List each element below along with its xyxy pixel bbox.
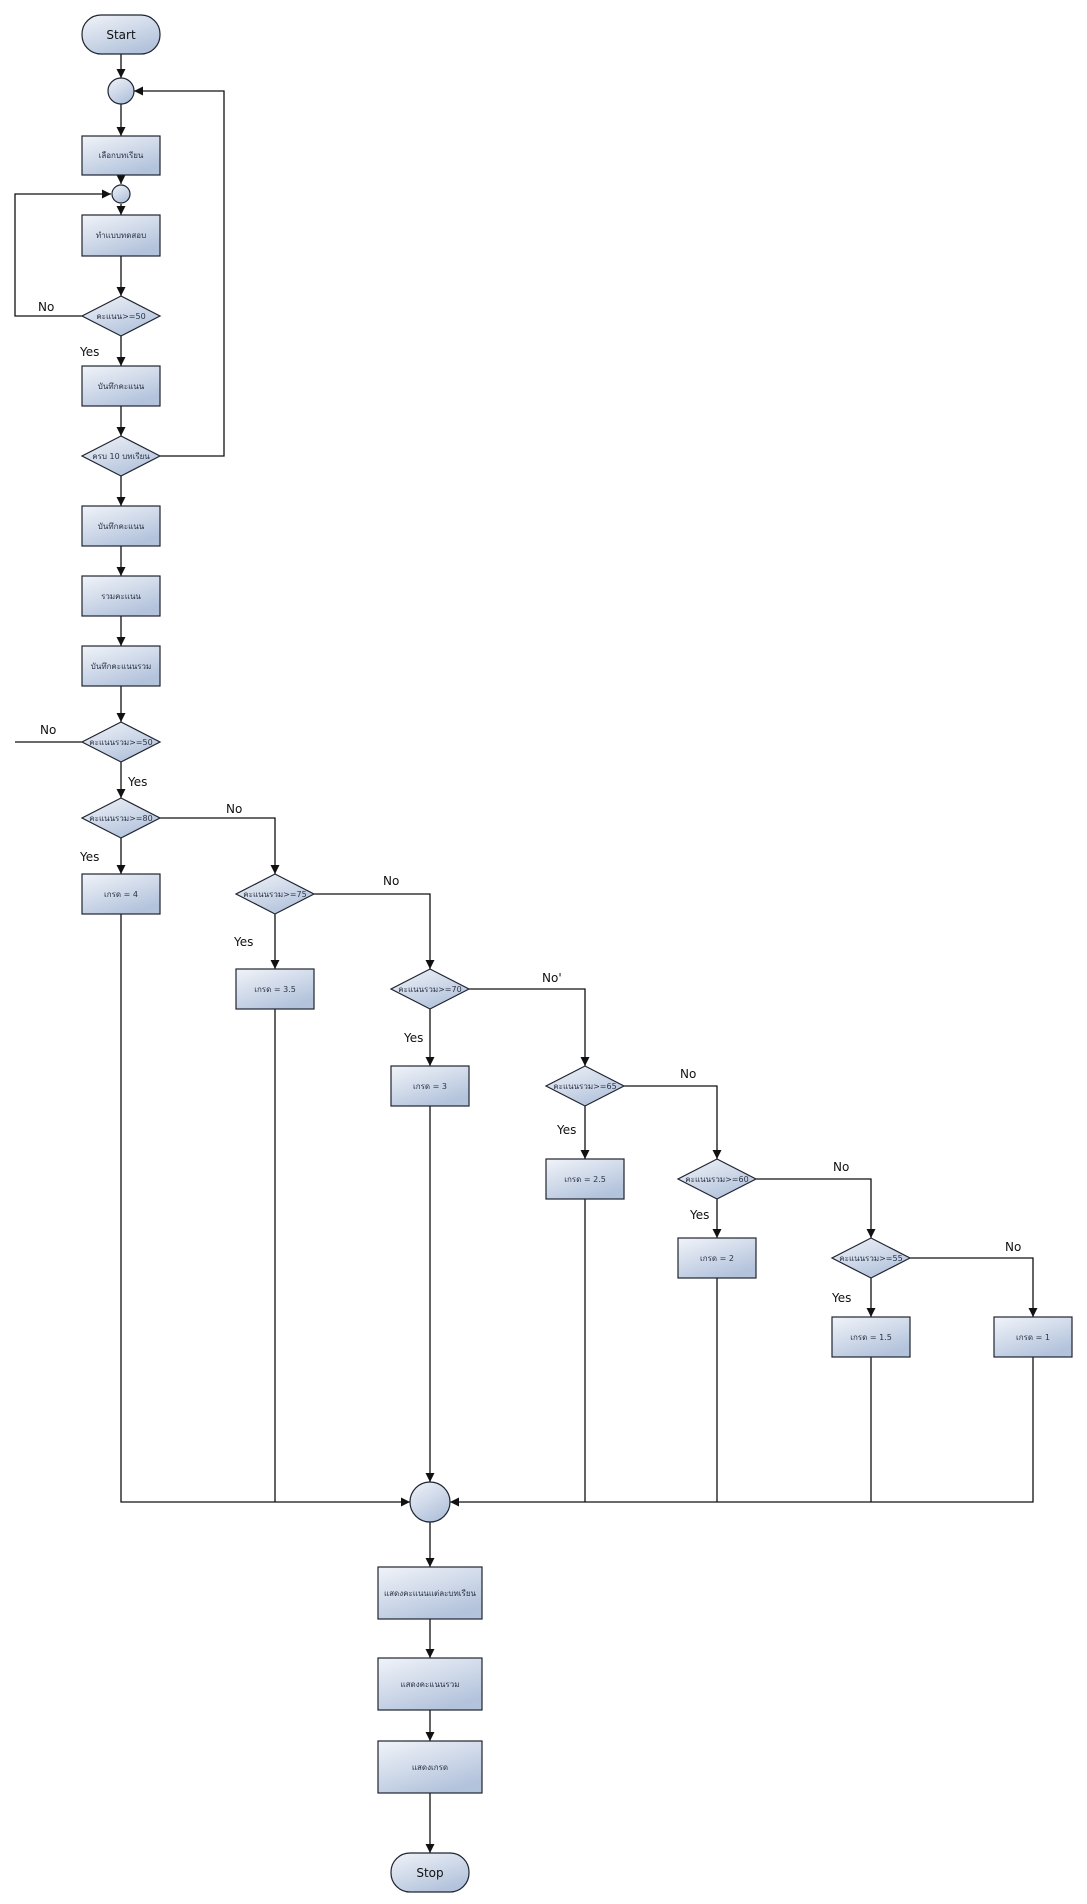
total-55-decision [830, 1237, 912, 1279]
edge-check75-no [314, 893, 435, 969]
loop-connector [107, 77, 135, 105]
edge-check10-no-loop [134, 86, 225, 457]
save-score-label-1: บันทึกคะแนน [98, 382, 145, 391]
start-label: Start [106, 28, 136, 42]
show-lesson-scores-label: แสดงคะแนนแต่ละบทเรียน [384, 1589, 477, 1598]
score-check-decision [80, 295, 162, 337]
ten-lessons-decision [80, 435, 162, 477]
edges [14, 54, 1038, 1853]
total-70-label: คะแนนรวม>=70 [398, 985, 461, 994]
edge-label-total50-no: No [40, 723, 56, 737]
grade-3-label: เกรด = 3 [413, 1082, 447, 1091]
do-test-label: ทำแบบทดสอบ [96, 231, 146, 240]
edge-label-total55-yes: Yes [831, 1291, 851, 1305]
start-terminator [81, 14, 161, 55]
edge-label-total70-no: No' [542, 971, 562, 985]
grade-3-5-process [235, 968, 315, 1010]
edge-check60-no [756, 1178, 876, 1238]
edge-check80-no [160, 817, 280, 874]
edge-label-total80-no: No [226, 802, 242, 816]
edge-label-score-yes: Yes [79, 345, 99, 359]
edge-score-no-loop [14, 189, 111, 317]
save-score-label-2: บันทึกคะแนน [98, 522, 145, 531]
edge-check65-no [624, 1085, 722, 1159]
total-65-label: คะแนนรวม>=65 [553, 1082, 616, 1091]
choose-lesson-label: เลือกบทเรียน [99, 151, 144, 160]
edge-grade4-to-merge [120, 914, 410, 1507]
save-score-process-1 [81, 365, 161, 407]
grade-2-process [677, 1237, 757, 1279]
grade-4-label: เกรด = 4 [104, 890, 138, 899]
edge-check55-no [910, 1257, 1038, 1317]
grade-2-5-label: เกรด = 2.5 [564, 1175, 606, 1184]
merge-connector [409, 1481, 451, 1523]
choose-lesson-process [81, 135, 161, 176]
edge-label-score-no: No [38, 300, 54, 314]
total-55-label: คะแนนรวม>=55 [839, 1254, 902, 1263]
total-75-label: คะแนนรวม>=75 [243, 890, 306, 899]
edge-label-total60-yes: Yes [689, 1208, 709, 1222]
edge-label-total75-yes: Yes [233, 935, 253, 949]
sum-score-process [81, 575, 161, 617]
score-check-label: คะแนน>=50 [96, 312, 145, 321]
total-80-label: คะแนนรวม>=80 [89, 814, 152, 823]
nodes: Start เลือกบทเรียน ทำแบบทดสอบ คะแนน>=50 … [80, 14, 1073, 1893]
edge-check70-no [469, 988, 590, 1066]
total-80-decision [80, 797, 162, 839]
show-total-process [377, 1657, 483, 1711]
edge-label-total65-no: No [680, 1067, 696, 1081]
retry-junction [111, 184, 131, 204]
total-65-decision [544, 1065, 626, 1107]
grade-2-5-process [545, 1158, 625, 1200]
save-total-process [81, 645, 161, 687]
edge-label-total70-yes: Yes [403, 1031, 423, 1045]
grade-1-label: เกรด = 1 [1016, 1333, 1050, 1342]
grade-4-process [81, 873, 161, 915]
edge-grade1-to-merge [450, 1357, 1034, 1507]
edge-label-total55-no: No [1005, 1240, 1021, 1254]
show-lesson-scores-process [377, 1566, 483, 1620]
stop-terminator [390, 1852, 470, 1893]
save-total-label: บันทึกคะแนนรวม [91, 662, 151, 671]
stop-label: Stop [416, 1866, 443, 1880]
ten-lessons-label: ครบ 10 บทเรียน [92, 452, 150, 461]
edge-labels: No Yes No Yes No Yes No Yes No' Yes No Y… [38, 300, 1021, 1305]
show-grade-process [377, 1740, 483, 1794]
show-grade-label: แสดงเกรด [412, 1763, 448, 1772]
total-50-decision [80, 721, 162, 763]
sum-score-label: รวมคะแนน [101, 592, 141, 601]
show-total-label: แสดงคะแนนรวม [401, 1680, 460, 1689]
grade-1-5-process [831, 1316, 911, 1358]
grade-2-label: เกรด = 2 [700, 1254, 734, 1263]
grade-1-5-label: เกรด = 1.5 [850, 1333, 892, 1342]
total-60-label: คะแนนรวม>=60 [685, 1175, 748, 1184]
total-50-label: คะแนนรวม>=50 [89, 738, 152, 747]
edge-label-total60-no: No [833, 1160, 849, 1174]
grade-3-5-label: เกรด = 3.5 [254, 985, 296, 994]
edge-label-total50-yes: Yes [127, 775, 147, 789]
edge-label-total80-yes: Yes [79, 850, 99, 864]
grade-1-process [993, 1316, 1073, 1358]
total-75-decision [234, 873, 316, 915]
edge-label-total75-no: No [383, 874, 399, 888]
total-60-decision [676, 1158, 758, 1200]
save-score-process-2 [81, 505, 161, 547]
edge-label-total65-yes: Yes [556, 1123, 576, 1137]
do-test-process [81, 214, 161, 257]
grade-3-process [390, 1065, 470, 1107]
total-70-decision [389, 968, 471, 1010]
